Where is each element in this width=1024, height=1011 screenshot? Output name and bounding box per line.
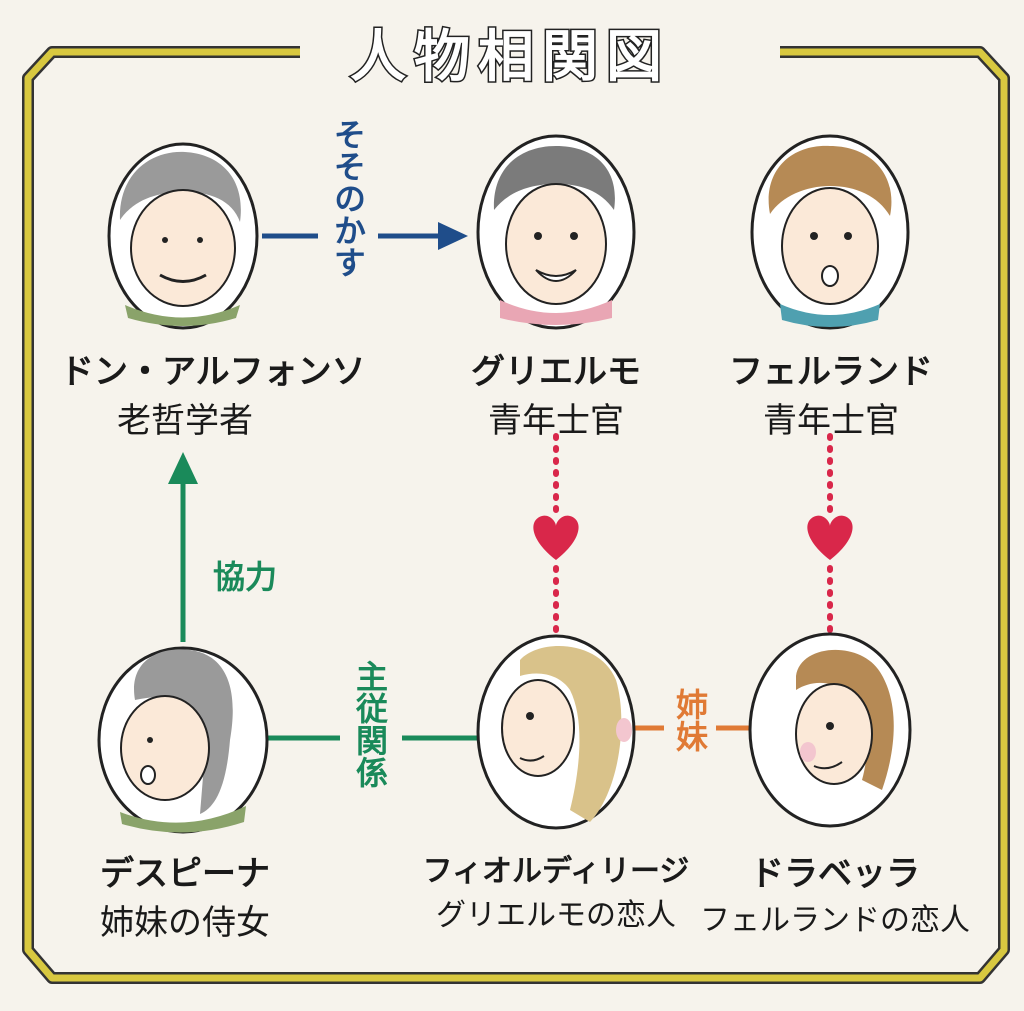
character-guglielmo: グリエルモ 青年士官 bbox=[436, 344, 676, 442]
character-role: 青年士官 bbox=[763, 401, 899, 441]
character-name: グリエルモ bbox=[471, 352, 641, 392]
character-role: 老哲学者 bbox=[117, 401, 253, 441]
maid-portrait-icon bbox=[97, 646, 269, 834]
character-despina: デスピーナ 姉妹の侍女 bbox=[60, 846, 310, 944]
character-fiordiligi: フィオルディリージ グリエルモの恋人 bbox=[420, 846, 692, 934]
character-don-alfonso: ドン・アルフォンソ 老哲学者 bbox=[60, 344, 366, 442]
love-line-guglielmo-fiordiligi bbox=[533, 433, 579, 643]
relation-label: そそのかす bbox=[329, 118, 367, 278]
blonde-woman-portrait-icon bbox=[476, 634, 636, 830]
character-name: ドン・アルフォンソ bbox=[60, 352, 366, 392]
relation-shimai: 姉妹 bbox=[668, 688, 712, 752]
curly-officer-portrait-icon bbox=[750, 134, 910, 330]
character-role: フェルランドの恋人 bbox=[700, 903, 970, 938]
character-role: 姉妹の侍女 bbox=[100, 903, 270, 943]
character-role: 青年士官 bbox=[488, 401, 624, 441]
young-officer-portrait-icon bbox=[476, 134, 636, 330]
arrow-sosonokasu bbox=[262, 222, 468, 250]
relation-sosonokasu: そそのかす bbox=[326, 118, 370, 278]
character-name: ドラベッラ bbox=[750, 854, 920, 894]
relation-label: 協力 bbox=[212, 558, 277, 596]
title-box: 人物相関図 bbox=[310, 11, 710, 93]
relation-label: 姉妹 bbox=[671, 688, 709, 752]
heart-icon bbox=[807, 515, 853, 560]
frame-border-fill bbox=[24, 48, 1008, 982]
curly-woman-portrait-icon bbox=[748, 632, 912, 828]
relation-shujuu: 主従関係 bbox=[348, 660, 392, 788]
relation-kyouryoku: 協力 bbox=[200, 558, 290, 596]
character-name: フィオルディリージ bbox=[422, 854, 690, 889]
character-name: フェルランド bbox=[729, 352, 933, 392]
love-line-ferrando-dorabella bbox=[807, 433, 853, 643]
arrow-kyouryoku bbox=[168, 452, 198, 642]
character-ferrando: フェルランド 青年士官 bbox=[706, 344, 956, 442]
heart-icon bbox=[533, 515, 579, 560]
relation-label: 主従関係 bbox=[351, 660, 389, 788]
character-role: グリエルモの恋人 bbox=[436, 898, 676, 933]
character-name: デスピーナ bbox=[100, 854, 270, 894]
character-dorabella: ドラベッラ フェルランドの恋人 bbox=[700, 846, 970, 939]
old-man-portrait-icon bbox=[107, 142, 259, 330]
diagram-title: 人物相関図 bbox=[338, 11, 682, 93]
